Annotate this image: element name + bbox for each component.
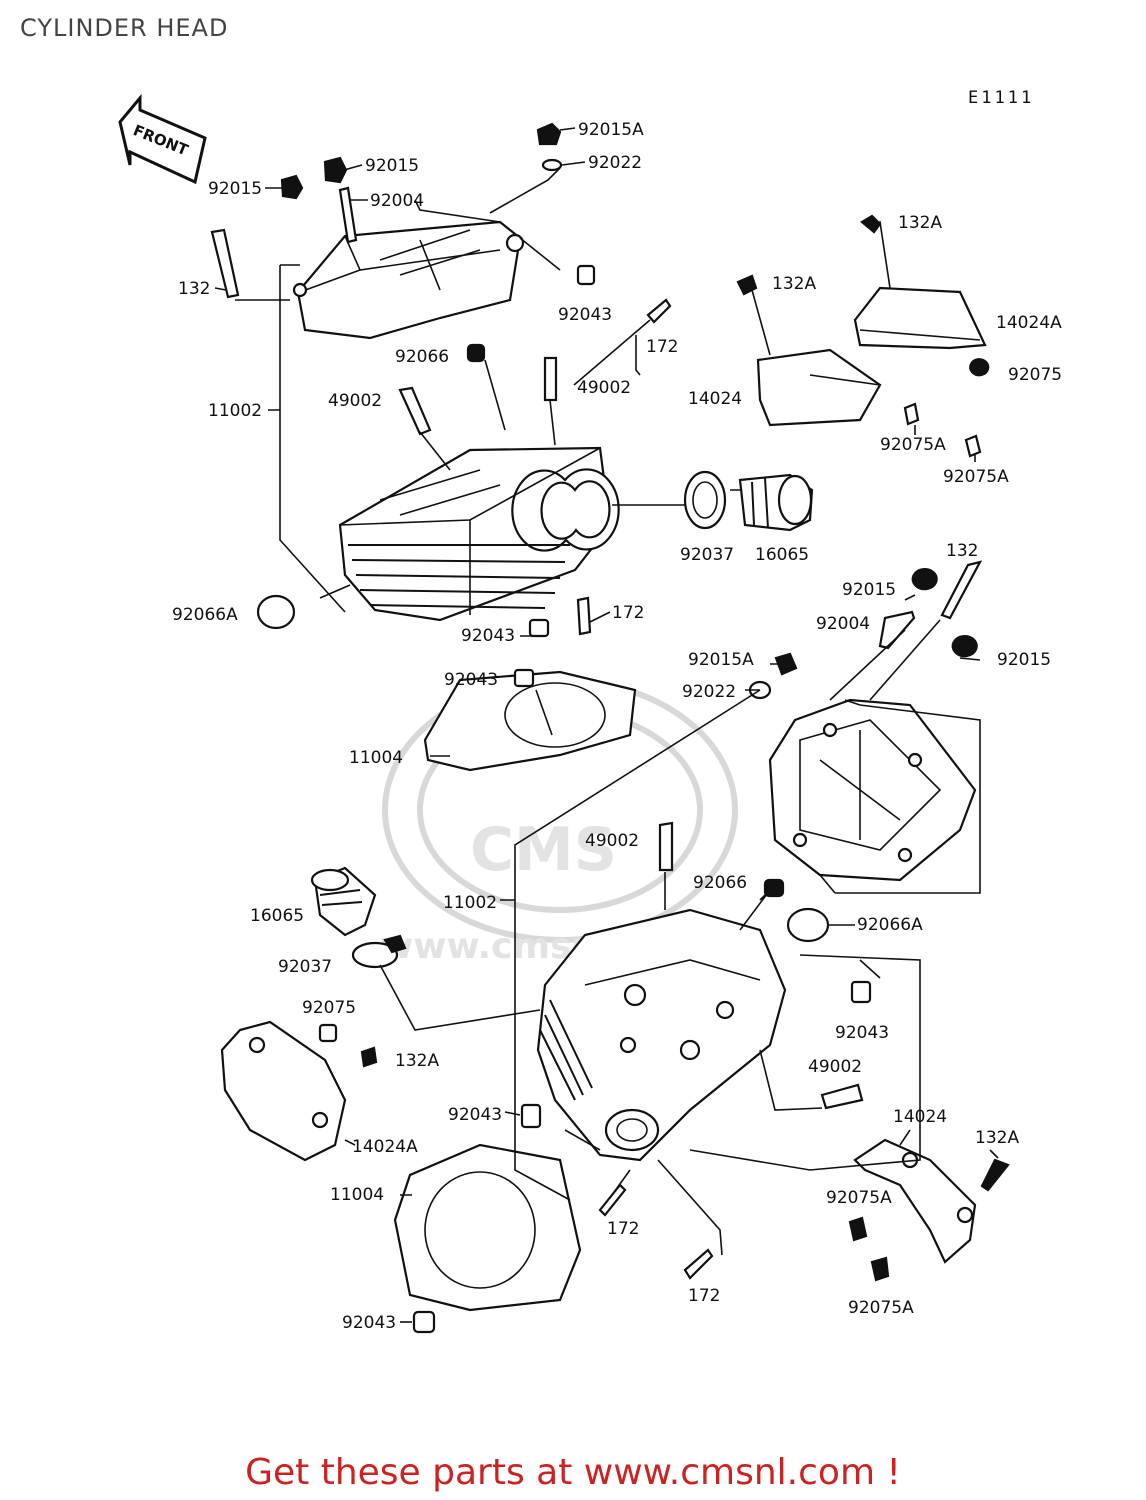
part-label: 92075A xyxy=(848,1298,914,1318)
lower-rocker-cover xyxy=(768,698,977,882)
part-label: 16065 xyxy=(755,545,809,565)
part-label: 92066 xyxy=(395,347,449,367)
part-label: 92015A xyxy=(578,120,644,140)
part-label: 132A xyxy=(975,1128,1019,1148)
part-label: 172 xyxy=(612,603,644,623)
part-label: 172 xyxy=(607,1219,639,1239)
upper-intake-16065 xyxy=(738,473,814,532)
part-label: 92066A xyxy=(857,915,923,935)
upper-head-gasket xyxy=(423,670,637,772)
upper-rocker-cover xyxy=(292,220,525,340)
part-label: 92015 xyxy=(208,179,262,199)
part-label: 92075 xyxy=(1008,365,1062,385)
part-label: 92015A xyxy=(688,650,754,670)
part-label: 92043 xyxy=(835,1023,889,1043)
upper-small-parts xyxy=(210,122,990,688)
part-label: 92043 xyxy=(461,626,515,646)
part-label: 11004 xyxy=(330,1185,384,1205)
lower-clamp-92037 xyxy=(351,934,407,969)
upper-cylinder-head xyxy=(338,446,620,622)
footer-link[interactable]: Get these parts at www.cmsnl.com ! xyxy=(245,1452,901,1493)
lower-side-cover-14024 xyxy=(853,1138,977,1264)
part-label: 49002 xyxy=(328,391,382,411)
part-label: 92004 xyxy=(370,191,424,211)
part-label: 172 xyxy=(688,1286,720,1306)
part-label: 11004 xyxy=(349,748,403,768)
part-label: 92066 xyxy=(693,873,747,893)
part-label: 14024A xyxy=(996,313,1062,333)
part-label: 92022 xyxy=(682,682,736,702)
part-label: 132A xyxy=(395,1051,439,1071)
part-label: 92066A xyxy=(172,605,238,625)
part-label: 92015 xyxy=(365,156,419,176)
part-label: 14024A xyxy=(352,1137,418,1157)
part-label: 92015 xyxy=(997,650,1051,670)
part-label: 92075A xyxy=(826,1188,892,1208)
front-arrow-icon: FRONT xyxy=(118,93,207,185)
lower-small-parts xyxy=(318,560,1010,1334)
part-label: 92043 xyxy=(444,670,498,690)
part-label: 49002 xyxy=(808,1057,862,1077)
diagram-code: E1111 xyxy=(968,88,1035,108)
part-label: 92015 xyxy=(842,580,896,600)
part-label: 92075 xyxy=(302,998,356,1018)
lower-head-gasket xyxy=(393,1143,582,1312)
part-label: 11002 xyxy=(443,893,497,913)
part-label: 172 xyxy=(646,337,678,357)
part-label: 11002 xyxy=(208,401,262,421)
part-label: 132 xyxy=(946,541,978,561)
lower-cylinder-head xyxy=(536,908,787,1162)
part-label: 14024 xyxy=(893,1107,947,1127)
leader-lines xyxy=(214,127,999,1323)
part-label: 132A xyxy=(772,274,816,294)
part-label: 132A xyxy=(898,213,942,233)
part-label: 92043 xyxy=(342,1313,396,1333)
lower-side-cover-14024a xyxy=(220,1020,347,1162)
part-label: 92075A xyxy=(880,435,946,455)
part-label: 49002 xyxy=(585,831,639,851)
part-label: 92075A xyxy=(943,467,1009,487)
part-label: 14024 xyxy=(688,389,742,409)
upper-side-cover-14024a xyxy=(853,286,987,350)
part-label: 92043 xyxy=(558,305,612,325)
part-label: 92043 xyxy=(448,1105,502,1125)
upper-clamp-92037 xyxy=(683,470,727,530)
part-label: 92037 xyxy=(680,545,734,565)
part-label: 92037 xyxy=(278,957,332,977)
part-label: 16065 xyxy=(250,906,304,926)
upper-side-cover-14024 xyxy=(756,348,882,427)
part-label: 92022 xyxy=(588,153,642,173)
part-label: 49002 xyxy=(577,378,631,398)
lower-intake-16065 xyxy=(310,866,377,937)
part-label: 92004 xyxy=(816,614,870,634)
part-label: 132 xyxy=(178,279,210,299)
page-title: CYLINDER HEAD xyxy=(20,14,229,42)
part-number-labels: 92015A 92022 92015 92015 92004 132 92043… xyxy=(172,120,1062,1333)
